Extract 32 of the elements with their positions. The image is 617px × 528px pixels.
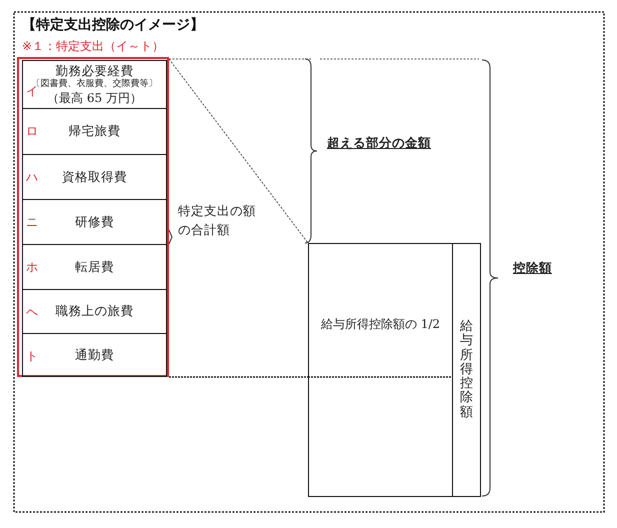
group-frame [17, 57, 169, 377]
item-mark: ニ [26, 214, 38, 231]
expense-row [22, 60, 167, 109]
expense-row [22, 154, 167, 200]
expense-row [22, 333, 167, 377]
expense-row [22, 199, 167, 245]
expense-row [22, 289, 167, 334]
item-label: 資格取得費 [62, 168, 127, 186]
box-label: 給与所得控除額の 1/2 [320, 316, 440, 332]
item-label: 転居費 [75, 258, 114, 276]
item-mark: ト [26, 348, 38, 365]
item-label: 通勤費 [75, 346, 114, 364]
bracket-label: 控除額 [513, 260, 552, 277]
amount-column [452, 243, 481, 497]
item-mark: ハ [26, 169, 38, 186]
item-label: 研修費 [75, 214, 114, 230]
diagram-title: 【特定支出控除のイメージ】 [22, 16, 204, 34]
item-mark: イ [26, 84, 38, 100]
item-label: 職務上の旅費 [56, 303, 134, 320]
item-label: 帰宅旅費 [68, 123, 120, 140]
bracket-label: 超える部分の金額 [327, 135, 431, 152]
item-mark: ヘ [26, 304, 38, 321]
column-label: 給与所得控除額 [460, 320, 473, 420]
amount-box [308, 243, 453, 497]
item-limit: （最高 65 万円） [47, 90, 142, 106]
expense-row [22, 244, 167, 290]
note-text: ※１：特定支出（イ～ト） [22, 38, 164, 55]
item-label: 勤務必要経費 [56, 62, 134, 78]
item-mark: ホ [26, 259, 38, 276]
sum-label: 特定支出の額の合計額 [178, 202, 257, 240]
expense-row [22, 108, 167, 155]
item-mark: ロ [26, 123, 38, 140]
